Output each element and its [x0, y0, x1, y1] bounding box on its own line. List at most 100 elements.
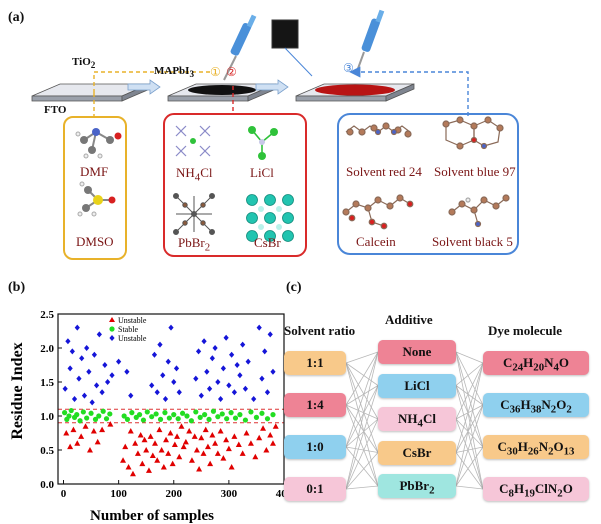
- data-point-circle: [175, 416, 181, 422]
- data-point-circle: [68, 407, 74, 414]
- data-point-circle: [259, 410, 265, 416]
- dye-option: C8H19ClN2O: [483, 477, 589, 501]
- additive-pbbr2: PbBr2: [178, 235, 211, 254]
- data-point-triangle: [186, 427, 193, 434]
- y-tick-label: 1.0: [40, 411, 54, 423]
- legend-marker: [109, 317, 115, 322]
- data-point-diamond: [240, 341, 246, 348]
- dyed-substrate: [295, 83, 415, 102]
- dye-solvent-black-5: Solvent black 5: [432, 234, 513, 249]
- data-point-circle: [166, 415, 172, 421]
- data-point-diamond: [215, 379, 221, 385]
- process-arrow-2: [255, 79, 289, 95]
- data-point-triangle: [156, 426, 163, 433]
- data-point-diamond: [93, 382, 100, 389]
- x-axis-label: Number of samples: [90, 508, 214, 524]
- data-point-triangle: [174, 433, 181, 439]
- additive-box: [163, 113, 307, 257]
- data-point-diamond: [270, 368, 276, 375]
- connection-line: [455, 385, 484, 490]
- legend-marker: [109, 326, 115, 332]
- data-point-circle: [193, 409, 199, 415]
- data-point-diamond: [162, 396, 169, 402]
- data-point-triangle: [204, 443, 211, 450]
- data-point-triangle: [160, 464, 167, 470]
- data-point-diamond: [96, 331, 102, 338]
- x-tick-label: 0: [61, 488, 67, 500]
- data-point-circle: [100, 408, 106, 414]
- data-point-circle: [248, 409, 254, 415]
- connection-line: [345, 351, 379, 364]
- data-point-triangle: [272, 423, 279, 429]
- header-additive: Additive: [385, 312, 433, 327]
- data-point-diamond: [264, 389, 271, 396]
- data-point-diamond: [223, 334, 229, 341]
- connection-line: [345, 404, 379, 420]
- data-point-triangle: [176, 453, 183, 460]
- solvent-ratio-option: 1:4: [284, 393, 346, 417]
- connection-line: [455, 404, 484, 487]
- data-point-diamond: [76, 375, 82, 382]
- data-point-diamond: [259, 375, 265, 382]
- data-point-diamond: [149, 382, 155, 389]
- data-point-diamond: [251, 396, 257, 402]
- data-point-diamond: [151, 351, 158, 358]
- data-point-diamond: [229, 351, 235, 358]
- data-point-triangle: [147, 433, 154, 439]
- data-point-triangle: [132, 440, 139, 446]
- data-point-circle: [92, 416, 99, 422]
- data-point-diamond: [74, 324, 80, 331]
- data-point-diamond: [231, 389, 237, 396]
- connection-line: [345, 404, 379, 487]
- additive-nh4cl: NH4Cl: [176, 165, 213, 184]
- connection-line: [455, 385, 484, 448]
- data-point-triangle: [263, 447, 270, 453]
- data-point-triangle: [141, 436, 148, 443]
- additive-option: LiCl: [378, 373, 456, 398]
- data-point-triangle: [191, 433, 198, 439]
- data-point-triangle: [134, 450, 141, 456]
- csbr-structure-icon: [246, 194, 294, 242]
- data-point-diamond: [267, 331, 273, 338]
- data-point-triangle: [193, 447, 200, 453]
- connection-line: [345, 385, 379, 406]
- y-tick-label: 0.0: [40, 479, 54, 491]
- connection-line: [455, 362, 484, 487]
- data-point-triangle: [252, 453, 259, 460]
- legend-label: Stable: [118, 325, 138, 334]
- data-point-diamond: [160, 372, 166, 379]
- y-tick-label: 0.5: [40, 445, 54, 457]
- data-point-triangle: [82, 423, 89, 429]
- data-point-circle: [197, 414, 203, 420]
- data-point-diamond: [102, 362, 108, 368]
- data-point-circle: [264, 416, 271, 422]
- y-tick-label: 1.5: [40, 377, 54, 389]
- dye-solvent-blue-97: Solvent blue 97: [434, 164, 516, 179]
- dye-calcein: Calcein: [356, 234, 396, 249]
- data-point-triangle: [256, 434, 263, 441]
- data-point-circle: [96, 413, 102, 419]
- dye-box: [337, 113, 519, 255]
- y-tick-label: 2.5: [40, 309, 54, 321]
- data-point-circle: [237, 412, 243, 418]
- data-point-triangle: [269, 440, 276, 446]
- data-point-triangle: [231, 433, 238, 439]
- solvent-red-24-molecule-icon: [345, 122, 412, 138]
- solvent-blue-97-molecule-icon: [442, 116, 504, 150]
- data-point-triangle: [154, 457, 161, 463]
- connection-line: [455, 351, 484, 364]
- connection-line: [455, 446, 484, 487]
- data-point-diamond: [81, 392, 88, 399]
- data-point-triangle: [171, 441, 178, 448]
- data-point-triangle: [217, 427, 224, 434]
- data-point-circle: [179, 410, 186, 416]
- data-point-diamond: [212, 345, 218, 351]
- data-point-circle: [153, 411, 159, 417]
- data-point-circle: [84, 415, 90, 421]
- data-point-triangle: [107, 421, 114, 427]
- data-point-diamond: [234, 362, 240, 368]
- calcein-molecule-icon: [342, 194, 414, 230]
- solvent-black-5-molecule-icon: [448, 194, 510, 228]
